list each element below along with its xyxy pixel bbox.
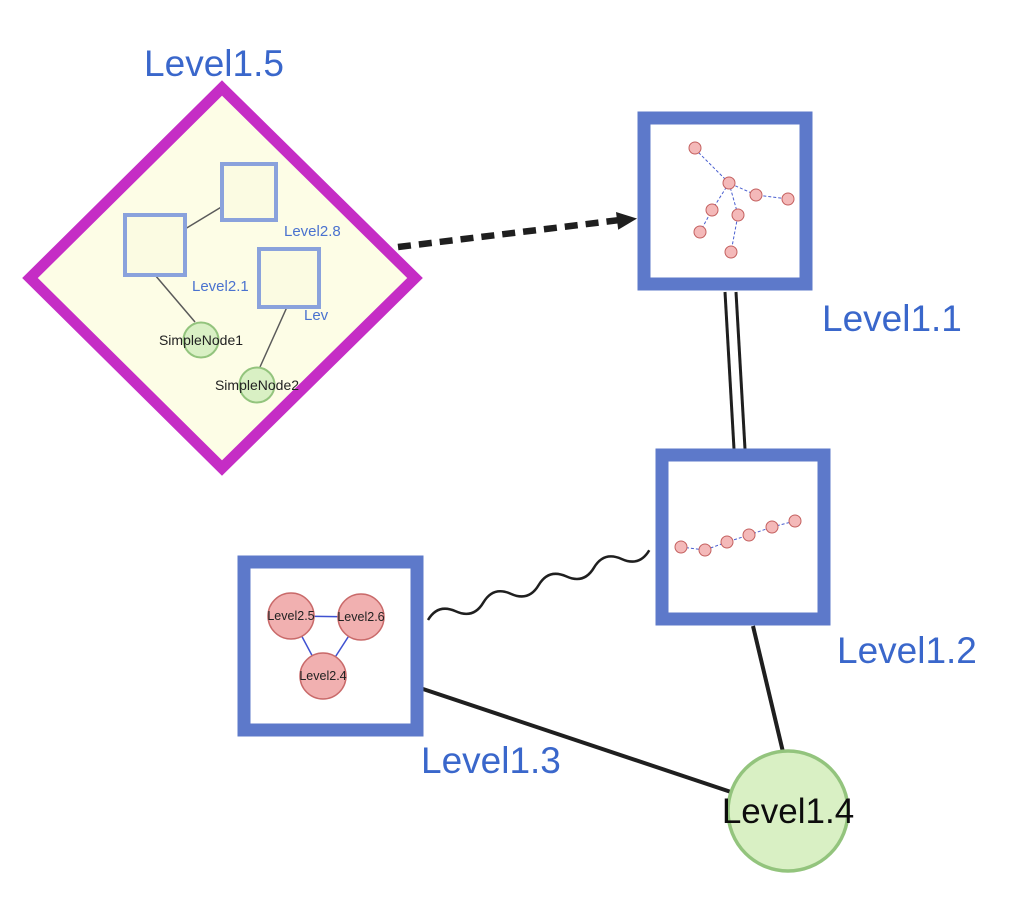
level1-1-box[interactable] [637, 111, 813, 291]
edge-level15-level11-dashed-arrow[interactable] [397, 212, 637, 251]
level2-4-label: Level2.4 [299, 669, 346, 683]
mini-node[interactable] [688, 141, 702, 155]
mini-node[interactable] [765, 520, 779, 534]
level2-5-label: Level2.5 [267, 609, 314, 623]
inner-edge-a-b[interactable] [184, 205, 224, 230]
mini-node[interactable] [722, 176, 736, 190]
level1-2-inner-graph [674, 514, 802, 557]
level1-5-group-node[interactable]: Level2.8 Level2.1 Lev SimpleNode1 Simple… [22, 80, 423, 476]
level1-3-label: Level1.3 [421, 740, 561, 781]
level2-8-label: Level2.8 [284, 223, 341, 240]
level2-8-node[interactable] [220, 162, 278, 222]
level1-5-label: Level1.5 [144, 43, 284, 84]
level2-6-node[interactable] [337, 593, 385, 641]
level2-1-label: Level2.1 [192, 278, 249, 295]
edge-level11-level12-double-line[interactable] [723, 291, 747, 450]
mini-node[interactable] [781, 192, 795, 206]
mini-node[interactable] [698, 543, 712, 557]
level1-2-label: Level1.2 [837, 630, 977, 671]
mini-node[interactable] [705, 203, 719, 217]
simplenode2[interactable] [238, 366, 276, 404]
mini-node[interactable] [749, 188, 763, 202]
arrowhead [616, 212, 637, 230]
level2-5-node[interactable] [267, 592, 315, 640]
mini-node[interactable] [731, 208, 745, 222]
mini-node[interactable] [720, 535, 734, 549]
level1-4-node[interactable] [726, 749, 850, 873]
diamond-shape[interactable] [22, 80, 423, 476]
level1-1-group-node[interactable] [637, 111, 813, 291]
level1-4-label: Level1.4 [722, 792, 854, 831]
inner-edge-b-simple1[interactable] [154, 274, 196, 323]
simplenode1-label: SimpleNode1 [159, 332, 243, 348]
level2-1-node[interactable] [123, 213, 187, 277]
mini-node[interactable] [693, 225, 707, 239]
simplenode1[interactable] [182, 321, 220, 359]
level1-3-inner-graph: Level2.5 Level2.6 Level2.4 [267, 592, 385, 700]
level1-1-label: Level1.1 [822, 298, 962, 339]
mini-node[interactable] [742, 528, 756, 542]
level1-4-circle[interactable] [726, 749, 850, 873]
inner-edge-c-simple2[interactable] [259, 306, 288, 368]
level2-6-label: Level2.6 [337, 610, 384, 624]
level1-3-group-node[interactable]: Level2.5 Level2.6 Level2.4 [237, 555, 424, 737]
mini-node[interactable] [724, 245, 738, 259]
edge-level13-level14[interactable] [419, 686, 732, 794]
edge-level13-level12-wavy[interactable] [426, 544, 651, 626]
level1-1-inner-graph [688, 141, 795, 259]
level2-truncated-label: Lev [304, 307, 329, 324]
level1-3-box[interactable] [237, 555, 424, 737]
simplenode2-label: SimpleNode2 [215, 377, 299, 393]
mini-node[interactable] [674, 540, 688, 554]
level2-truncated-node[interactable] [257, 247, 321, 309]
edge-level12-level14[interactable] [751, 625, 785, 753]
level2-4-node[interactable] [299, 652, 347, 700]
level1-2-group-node[interactable] [655, 448, 831, 626]
mini-node[interactable] [788, 514, 802, 528]
